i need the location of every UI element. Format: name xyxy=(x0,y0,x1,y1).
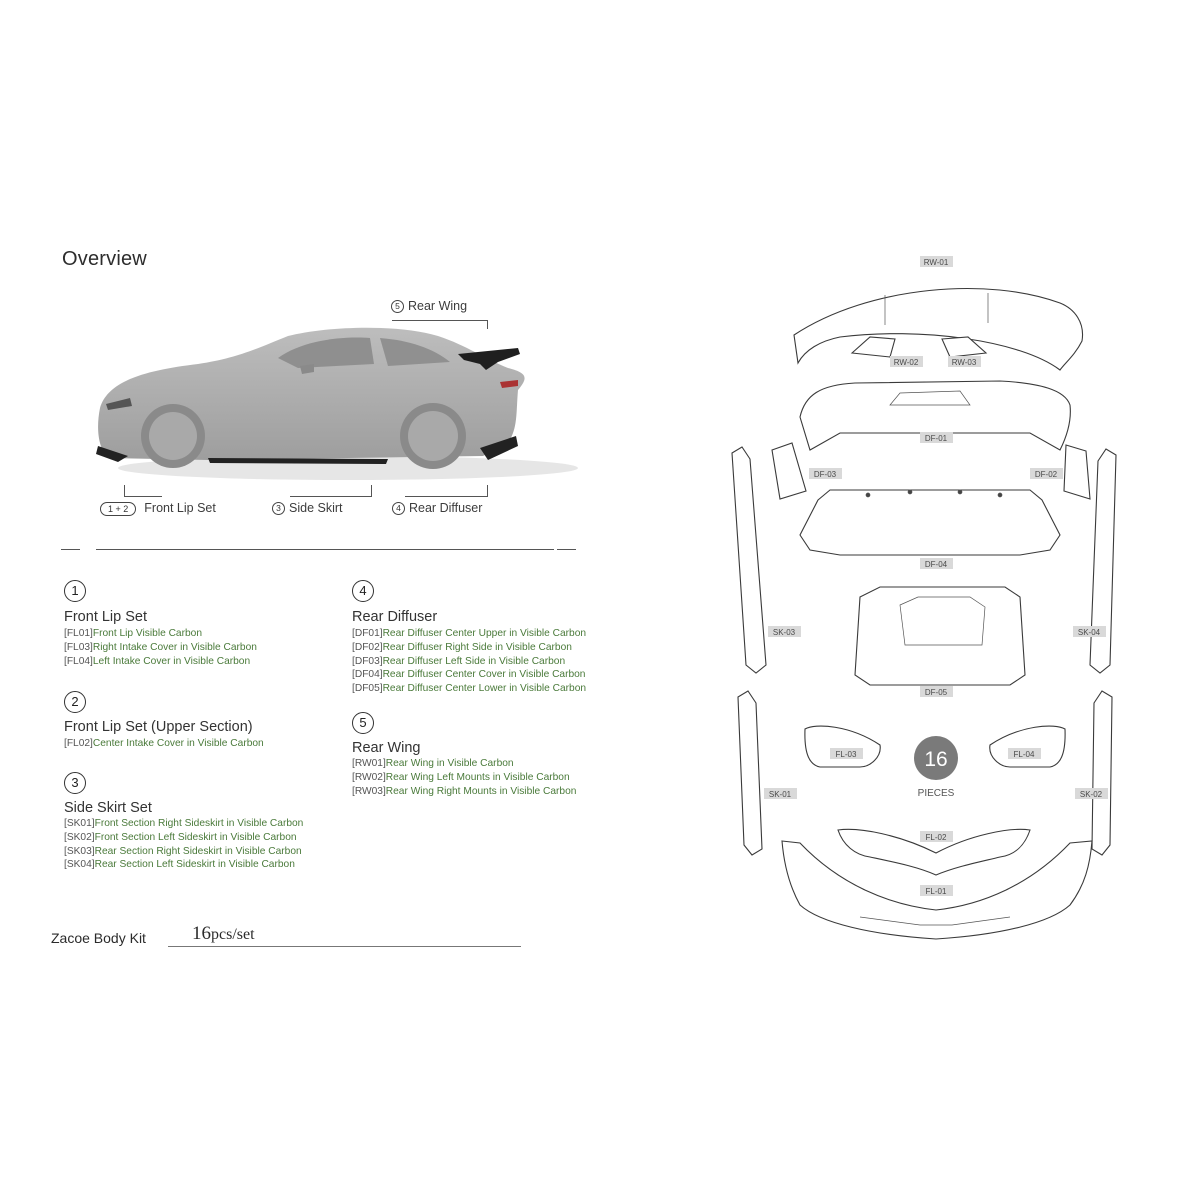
callout-front-lip: 1 + 2 Front Lip Set xyxy=(100,501,216,516)
callout-line xyxy=(405,496,488,497)
part-tags: RW-01 RW-02 RW-03 DF-01 DF-02 DF-03 DF-0… xyxy=(764,256,1108,896)
callout-number: 3 xyxy=(272,502,285,516)
tag-df-05: DF-05 xyxy=(925,688,948,697)
pieces-count: 16 xyxy=(924,748,947,771)
callout-number: 5 xyxy=(391,300,404,314)
callout-line xyxy=(124,496,162,497)
section-number: 4 xyxy=(352,580,374,602)
list-item: [SK04]Rear Section Left Sideskirt in Vis… xyxy=(64,859,295,871)
callout-line xyxy=(392,320,488,321)
part-fl-04 xyxy=(989,725,1066,768)
section-title-front-lip: Front Lip Set xyxy=(64,609,148,625)
callout-line xyxy=(371,485,372,497)
part-df-01 xyxy=(799,380,1071,451)
list-item: [SK02]Front Section Left Sideskirt in Vi… xyxy=(64,831,297,843)
callout-number: 1 + 2 xyxy=(100,501,137,516)
list-item: [FL04]Left Intake Cover in Visible Carbo… xyxy=(64,655,251,667)
parts-svg: RW-01 RW-02 RW-03 DF-01 DF-02 DF-03 DF-0… xyxy=(731,256,1117,940)
list-item: [DF02]Rear Diffuser Right Side in Visibl… xyxy=(352,641,572,653)
callout-rear-wing: 5 Rear Wing xyxy=(391,299,468,314)
tag-sk-01: SK-01 xyxy=(769,790,792,799)
part-sk-02 xyxy=(1091,690,1113,856)
tag-sk-02: SK-02 xyxy=(1080,790,1103,799)
tag-sk-03: SK-03 xyxy=(773,628,796,637)
section-list: [RW01]Rear Wing in Visible Carbon [RW02]… xyxy=(352,757,576,798)
list-item: [DF05]Rear Diffuser Center Lower in Visi… xyxy=(352,683,587,695)
section-list: [FL01]Front Lip Visible Carbon [FL03]Rig… xyxy=(64,627,257,668)
part-rw-02 xyxy=(850,336,896,358)
callout-number: 4 xyxy=(392,502,405,516)
part-df-03 xyxy=(771,442,807,500)
car-side-view xyxy=(96,327,578,480)
part-fl-03 xyxy=(804,725,881,768)
list-item: [RW01]Rear Wing in Visible Carbon xyxy=(352,758,514,769)
section-number: 2 xyxy=(64,691,86,713)
callout-line xyxy=(487,320,488,329)
parts-diagram: RW-01 RW-02 RW-03 DF-01 DF-02 DF-03 DF-0… xyxy=(720,245,1130,945)
callout-label: Rear Wing xyxy=(408,299,468,313)
tag-fl-03: FL-03 xyxy=(836,750,857,759)
tag-rw-02: RW-02 xyxy=(894,358,919,367)
section-list: [FL02]Center Intake Cover in Visible Car… xyxy=(64,737,264,751)
section-list: [SK01]Front Section Right Sideskirt in V… xyxy=(64,817,303,872)
part-fl-02 xyxy=(837,828,1031,876)
part-rw-03 xyxy=(941,336,988,358)
list-item: [RW02]Rear Wing Left Mounts in Visible C… xyxy=(352,771,570,783)
part-sk-04 xyxy=(1089,448,1117,674)
section-title-front-lip-upper: Front Lip Set (Upper Section) xyxy=(64,719,253,735)
section-number: 1 xyxy=(64,580,86,602)
divider xyxy=(557,549,576,550)
section-number: 3 xyxy=(64,772,86,794)
divider xyxy=(96,549,554,550)
list-item: [FL03]Right Intake Cover in Visible Carb… xyxy=(64,641,257,653)
part-df-05 xyxy=(854,586,1026,686)
pieces-badge xyxy=(914,736,958,780)
kit-label: Zacoe Body Kit xyxy=(51,930,146,946)
divider xyxy=(61,549,80,550)
tag-fl-01: FL-01 xyxy=(926,887,947,896)
list-item: [FL01]Front Lip Visible Carbon xyxy=(64,628,202,639)
pieces-label: PIECES xyxy=(918,788,955,799)
kit-count: 16pcs/set xyxy=(192,923,255,944)
tag-rw-03: RW-03 xyxy=(952,358,977,367)
callout-label: Front Lip Set xyxy=(144,501,216,515)
car-illustration xyxy=(88,318,588,498)
kit-underline xyxy=(168,946,521,947)
list-item: [DF03]Rear Diffuser Left Side in Visible… xyxy=(352,655,566,667)
part-rw-01 xyxy=(793,287,1084,371)
part-fl-01 xyxy=(781,840,1093,940)
tag-df-01: DF-01 xyxy=(925,434,948,443)
callout-line xyxy=(124,485,125,497)
callout-side-skirt: 3 Side Skirt xyxy=(272,501,343,516)
list-item: [SK03]Rear Section Right Sideskirt in Vi… xyxy=(64,845,302,857)
callout-line xyxy=(487,485,488,497)
callout-label: Side Skirt xyxy=(289,501,343,515)
list-item: [DF01]Rear Diffuser Center Upper in Visi… xyxy=(352,628,587,639)
tag-fl-02: FL-02 xyxy=(926,833,947,842)
part-df-04 xyxy=(799,489,1061,556)
section-title-rear-diffuser: Rear Diffuser xyxy=(352,609,438,625)
callout-label: Rear Diffuser xyxy=(409,501,483,515)
tag-rw-01: RW-01 xyxy=(924,258,949,267)
list-item: [FL02]Center Intake Cover in Visible Car… xyxy=(64,738,264,749)
list-item: [RW03]Rear Wing Right Mounts in Visible … xyxy=(352,785,577,797)
part-sk-03 xyxy=(731,446,767,674)
section-title-side-skirt: Side Skirt Set xyxy=(64,800,152,816)
tag-fl-04: FL-04 xyxy=(1014,750,1035,759)
section-list: [DF01]Rear Diffuser Center Upper in Visi… xyxy=(352,627,586,696)
page-title: Overview xyxy=(62,248,147,270)
tag-df-03: DF-03 xyxy=(814,470,837,479)
tag-df-04: DF-04 xyxy=(925,560,948,569)
part-df-02 xyxy=(1063,444,1091,500)
list-item: [DF04]Rear Diffuser Center Cover in Visi… xyxy=(352,669,586,681)
section-number: 5 xyxy=(352,712,374,734)
callout-rear-diffuser: 4 Rear Diffuser xyxy=(392,501,483,516)
callout-line xyxy=(290,496,372,497)
tag-sk-04: SK-04 xyxy=(1078,628,1101,637)
list-item: [SK01]Front Section Right Sideskirt in V… xyxy=(64,818,304,829)
tag-df-02: DF-02 xyxy=(1035,470,1058,479)
section-title-rear-wing: Rear Wing xyxy=(352,740,421,756)
part-sk-01 xyxy=(737,690,763,856)
